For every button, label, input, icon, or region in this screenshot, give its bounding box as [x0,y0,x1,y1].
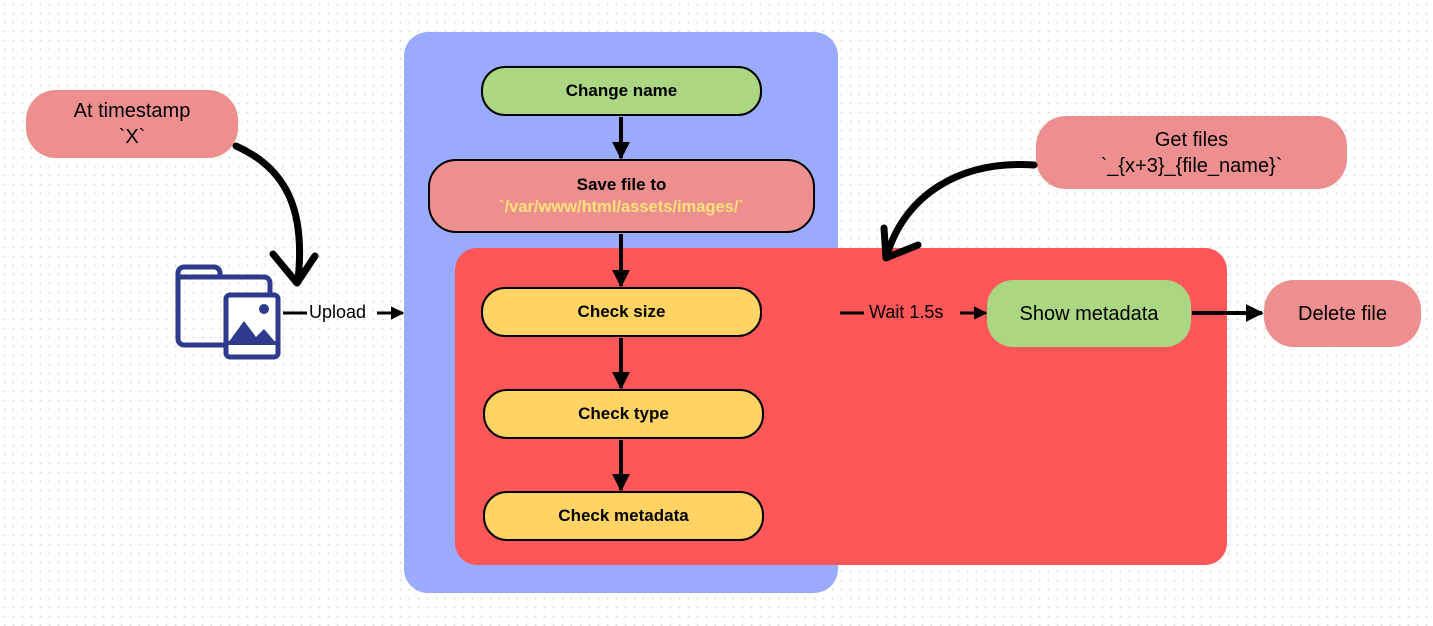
save-file-path: `/var/www/html/assets/images/` [499,198,744,216]
delete-file-label: Delete file [1298,302,1387,325]
wait-label: Wait 1.5s [869,302,944,322]
check-type-label: Check type [578,404,669,423]
get-files-line2: `_{x+3}_{file_name}` [1100,154,1283,177]
check-metadata-label: Check metadata [558,506,689,525]
trigger-line1: At timestamp [73,100,191,122]
get-files-node: Get files `_{x+3}_{file_name}` [1036,116,1347,189]
show-metadata-node: Show metadata [987,280,1191,347]
show-metadata-label: Show metadata [1019,302,1159,325]
save-file-label: Save file to [576,175,667,194]
check-type-node: Check type [483,389,764,439]
check-metadata-node: Check metadata [483,491,764,541]
trigger-line2: `X` [118,126,146,148]
trigger-arrow [232,142,304,284]
trigger-node: At timestamp `X` [26,90,238,158]
folder-image-icon [175,264,281,360]
save-file-node: Save file to `/var/www/html/assets/image… [428,159,815,233]
delete-file-node: Delete file [1264,280,1421,347]
change-name-node: Change name [481,66,762,116]
check-size-label: Check size [577,302,666,321]
get-files-arrow [883,161,1038,259]
get-files-line1: Get files [1154,128,1229,151]
change-name-label: Change name [565,81,678,100]
check-size-node: Check size [481,287,762,337]
upload-label: Upload [309,302,367,322]
